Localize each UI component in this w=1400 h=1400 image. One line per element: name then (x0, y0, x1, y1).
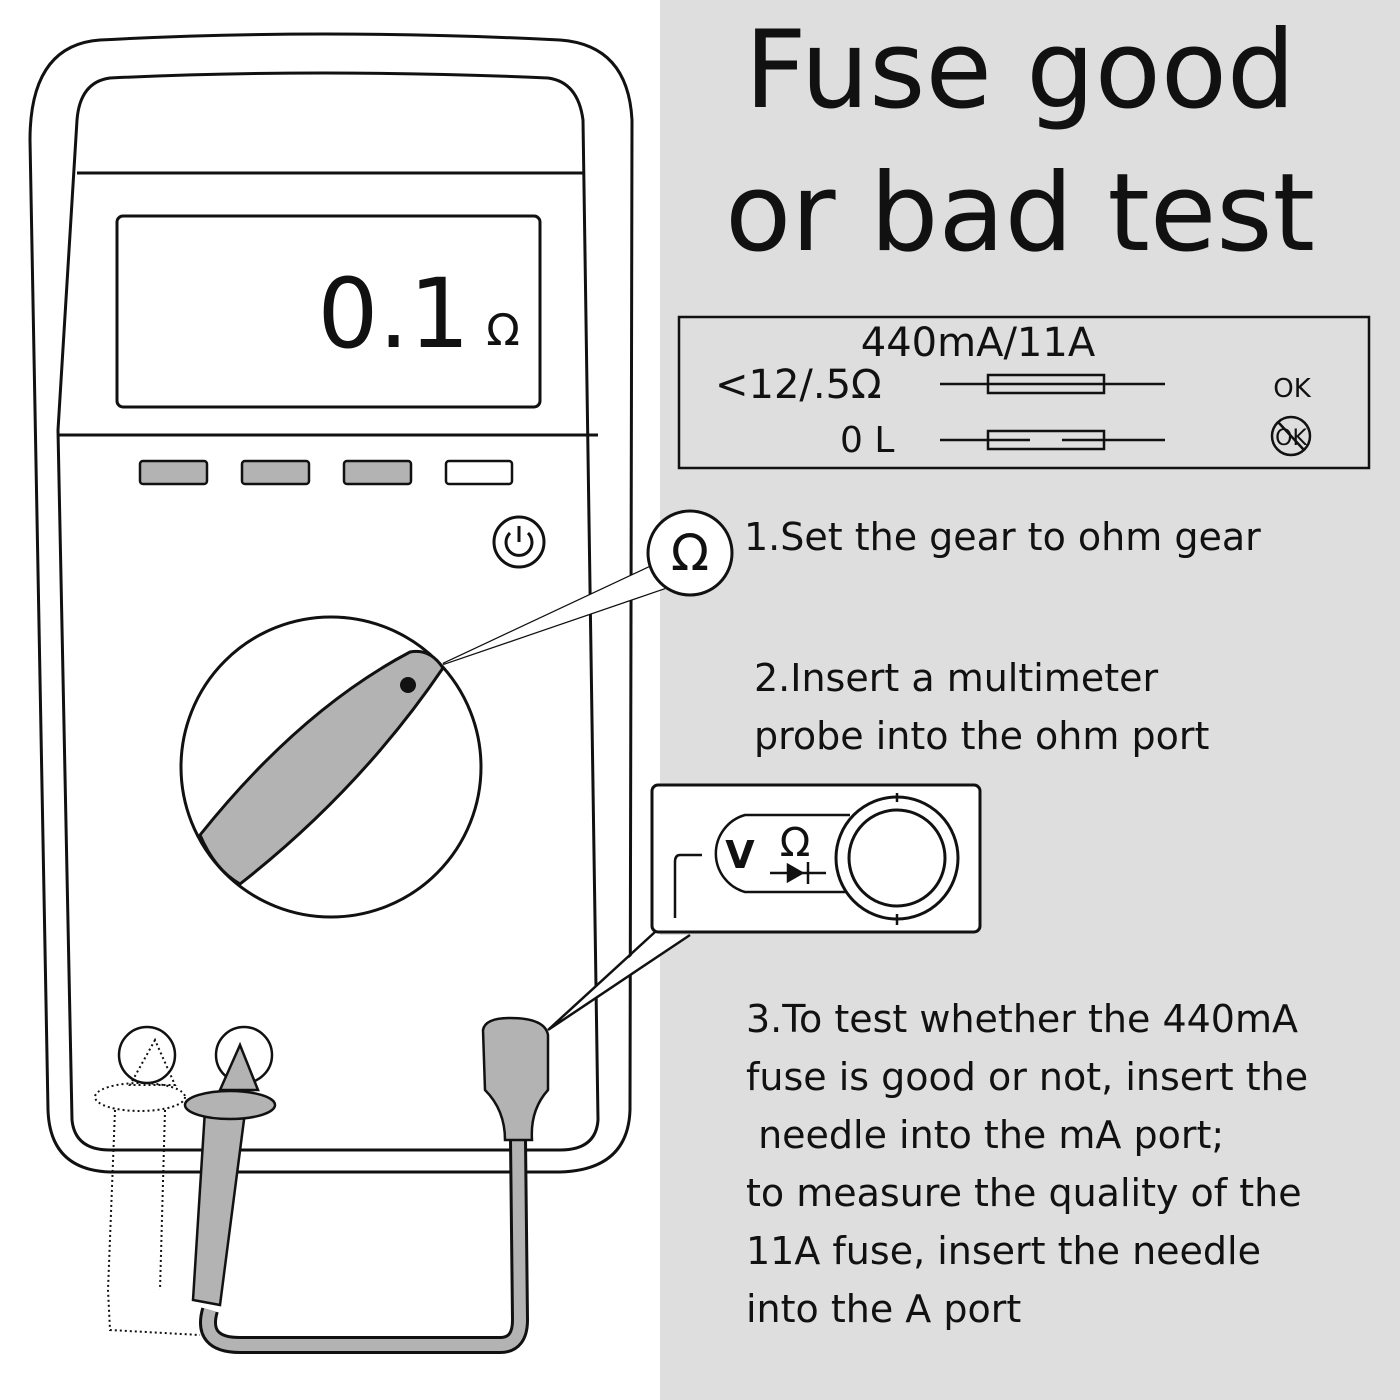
port-callout: V Ω (547, 783, 982, 1032)
title-line-1: Fuse good (745, 8, 1296, 133)
volt-label: V (725, 833, 755, 877)
step-3-line-1: 3.To test whether the 440mA (746, 997, 1298, 1041)
fuse-legend: 440mA/11A <12/.5Ω 0 L OK OK (677, 315, 1371, 470)
step-3-line-2: fuse is good or not, insert the (746, 1055, 1308, 1099)
good-status: OK (1273, 374, 1311, 404)
ghost-probe (94, 1037, 201, 1336)
ohm-callout: Ω (442, 509, 734, 666)
right-panel (660, 0, 1400, 1400)
step-1: 1.Set the gear to ohm gear (744, 515, 1261, 559)
rotary-dial[interactable] (179, 615, 483, 919)
diode-icon (770, 862, 826, 884)
power-icon[interactable] (492, 515, 546, 569)
step-3-line-3: needle into the mA port; (746, 1113, 1224, 1157)
ohm-label: Ω (780, 820, 811, 866)
function-button-3[interactable] (342, 459, 413, 486)
probe-plug[interactable] (481, 1016, 550, 1142)
step-3-line-6: into the A port (746, 1287, 1021, 1331)
not-ok-icon: OK (1270, 415, 1312, 457)
blown-fuse-icon (986, 429, 1106, 451)
function-button-2[interactable] (240, 459, 311, 486)
step-2-line-1: 2.Insert a multimeter (754, 656, 1158, 700)
title-line-2: or bad test (725, 151, 1315, 276)
function-button-4[interactable] (444, 459, 514, 486)
step-3-line-5: 11A fuse, insert the needle (746, 1229, 1261, 1273)
step-3-line-4: to measure the quality of the (746, 1171, 1302, 1215)
open-reading: 0 L (840, 420, 894, 461)
dial-indicator-dot (400, 677, 416, 693)
good-resistance: <12/.5Ω (715, 362, 882, 408)
lcd-display (115, 214, 542, 409)
step-2-line-2: probe into the ohm port (754, 714, 1209, 758)
ohm-symbol: Ω (671, 524, 709, 582)
instructions: 1.Set the gear to ohm gear 2.Insert a mu… (744, 515, 1308, 1331)
multimeter (28, 32, 634, 1174)
display-reading: 0.1 (317, 258, 470, 370)
fuse-rating: 440mA/11A (861, 320, 1096, 366)
dial-knob (198, 649, 445, 886)
test-probe[interactable] (183, 1041, 277, 1307)
display-unit: Ω (486, 305, 520, 356)
function-button-1[interactable] (138, 459, 209, 486)
